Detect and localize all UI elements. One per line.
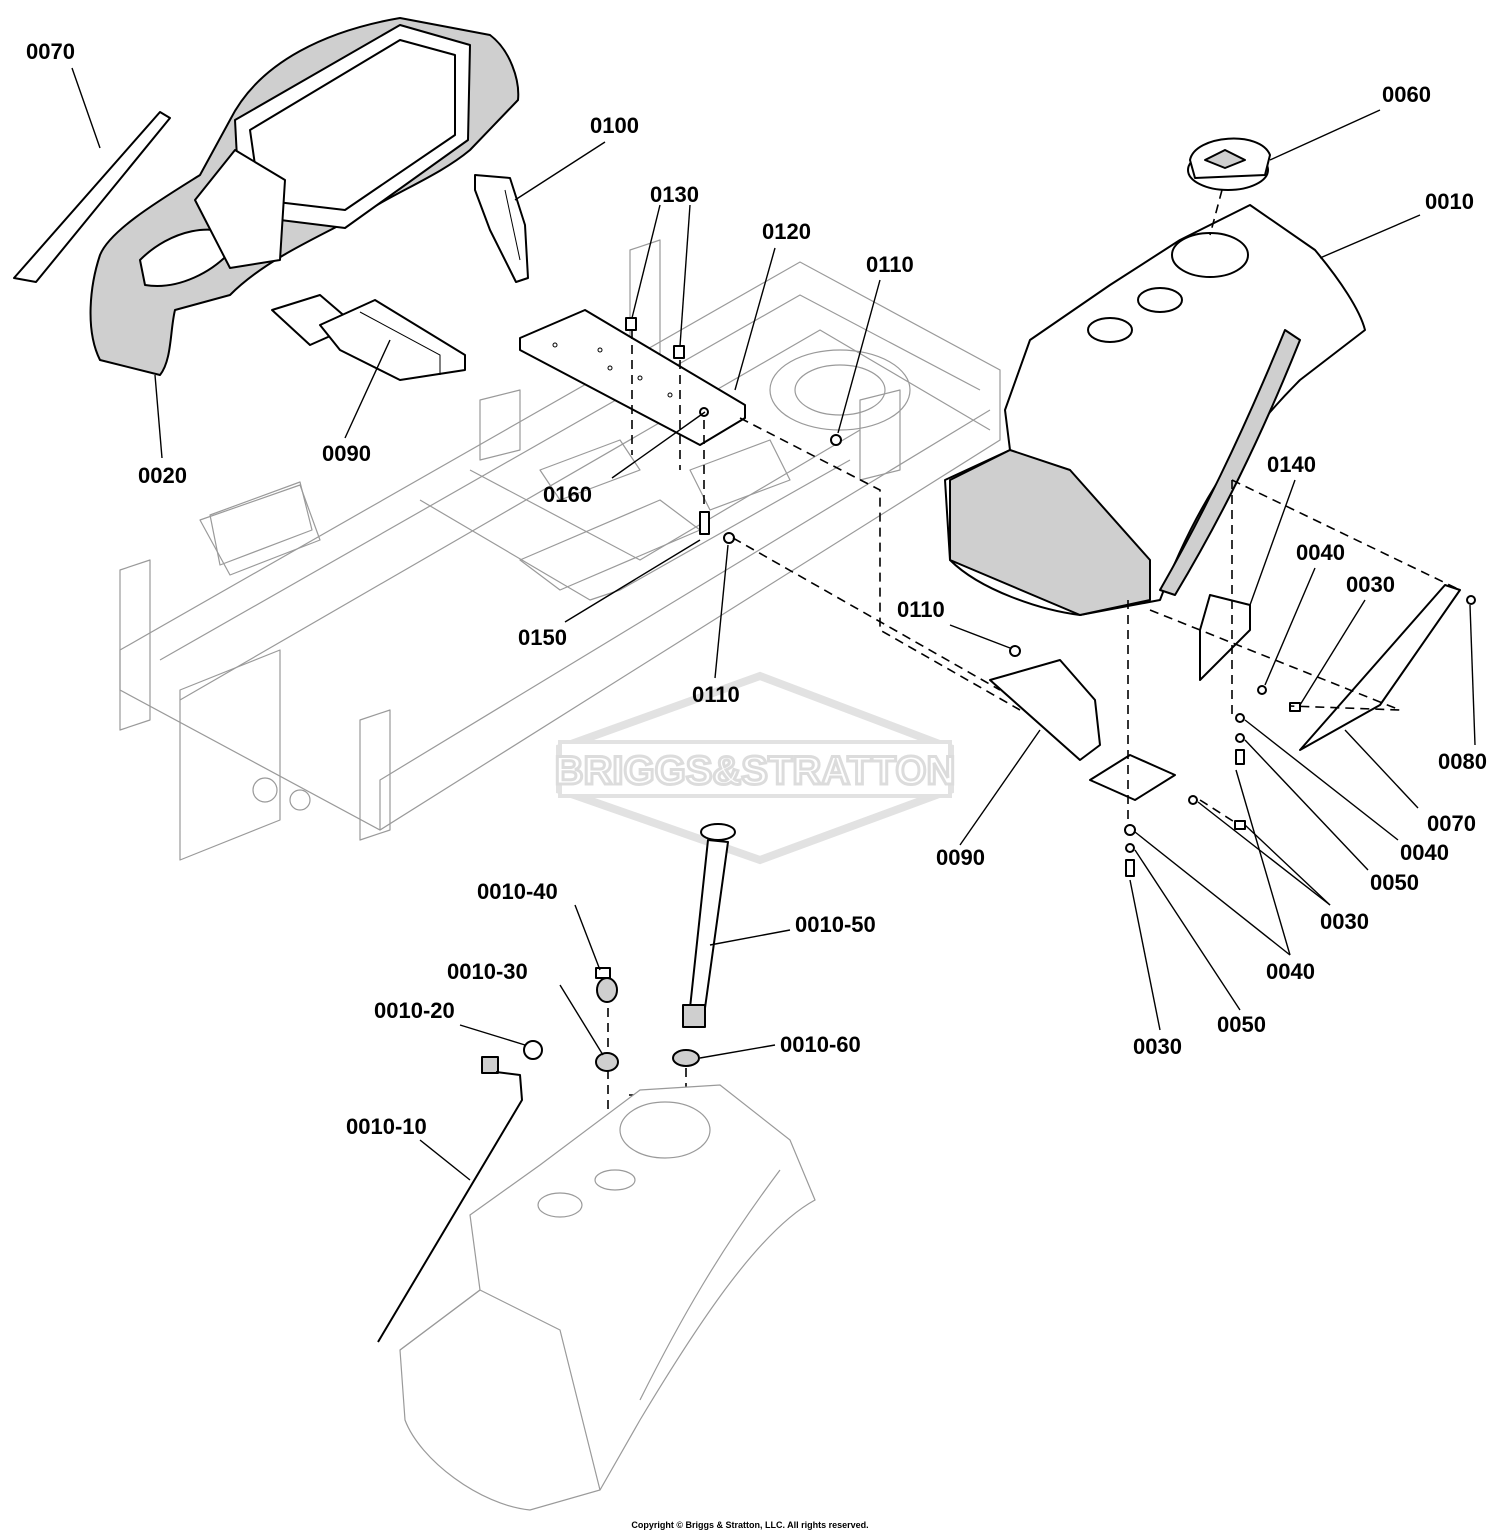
callout-0160: 0160 (543, 482, 592, 507)
callout-0030-bottom: 0030 (1133, 1034, 1182, 1059)
callout-0060: 0060 (1382, 82, 1431, 107)
callout-0050-right: 0050 (1370, 870, 1419, 895)
fuel-line-part (377, 1040, 543, 1343)
bracket-0090-right (989, 659, 1176, 801)
bracket-0100 (474, 174, 529, 283)
watermark-text: BRIGGS&STRATTON (555, 749, 956, 793)
callout-0110-top: 0110 (866, 252, 914, 277)
bracket-0090-left (271, 294, 466, 381)
callout-0010-40: 0010-40 (477, 879, 558, 904)
callout-0090-left: 0090 (322, 441, 371, 466)
side-shield-right (1299, 584, 1461, 751)
grommet-0010-60 (672, 1049, 700, 1067)
callout-0070-left: 0070 (26, 39, 75, 64)
callout-0010-10: 0010-10 (346, 1114, 427, 1139)
callout-0100: 0100 (590, 113, 639, 138)
leader-lines (71, 67, 1476, 1181)
callout-0030-mid: 0030 (1320, 909, 1369, 934)
callout-0040-bottom: 0040 (1266, 959, 1315, 984)
callout-0120: 0120 (762, 219, 811, 244)
callout-0050-bottom: 0050 (1217, 1012, 1266, 1037)
fuel-fitting-part (595, 967, 618, 1003)
grommet-0010-30 (595, 1052, 619, 1072)
dash-panel-part (89, 17, 520, 376)
callout-0070-right: 0070 (1427, 811, 1476, 836)
side-shield-left (13, 111, 171, 283)
fuel-cap-part (1187, 137, 1271, 191)
callout-0020: 0020 (138, 463, 187, 488)
fuel-tank-exploded (399, 1084, 816, 1511)
fasteners-right (1009, 595, 1476, 877)
callout-0090-right: 0090 (936, 845, 985, 870)
callout-0030-top: 0030 (1346, 572, 1395, 597)
bolts-0130 (625, 317, 685, 359)
callout-0140: 0140 (1267, 452, 1316, 477)
fasteners-middle (699, 407, 842, 544)
callout-0010-30: 0010-30 (447, 959, 528, 984)
callout-0080: 0080 (1438, 749, 1487, 774)
callout-0010: 0010 (1425, 189, 1474, 214)
bracket-0140 (1199, 594, 1251, 681)
copyright-notice: Copyright © Briggs & Stratton, LLC. All … (631, 1520, 868, 1530)
callout-0010-60: 0010-60 (780, 1032, 861, 1057)
callout-0110-mid: 0110 (692, 682, 740, 707)
callout-0010-20: 0010-20 (374, 998, 455, 1023)
brand-watermark: BRIGGS&STRATTON (553, 671, 957, 865)
callout-0110-right: 0110 (897, 597, 945, 622)
fuel-sender-part (682, 823, 736, 1028)
callout-0150: 0150 (518, 625, 567, 650)
callout-labels: 0070 0020 0090 0100 0130 0120 0110 0160 … (26, 39, 1487, 1139)
callout-0130: 0130 (650, 182, 699, 207)
callout-0040-right: 0040 (1400, 840, 1449, 865)
callout-0010-50: 0010-50 (795, 912, 876, 937)
callout-0040-top: 0040 (1296, 540, 1345, 565)
fuel-tank-part (944, 204, 1366, 616)
